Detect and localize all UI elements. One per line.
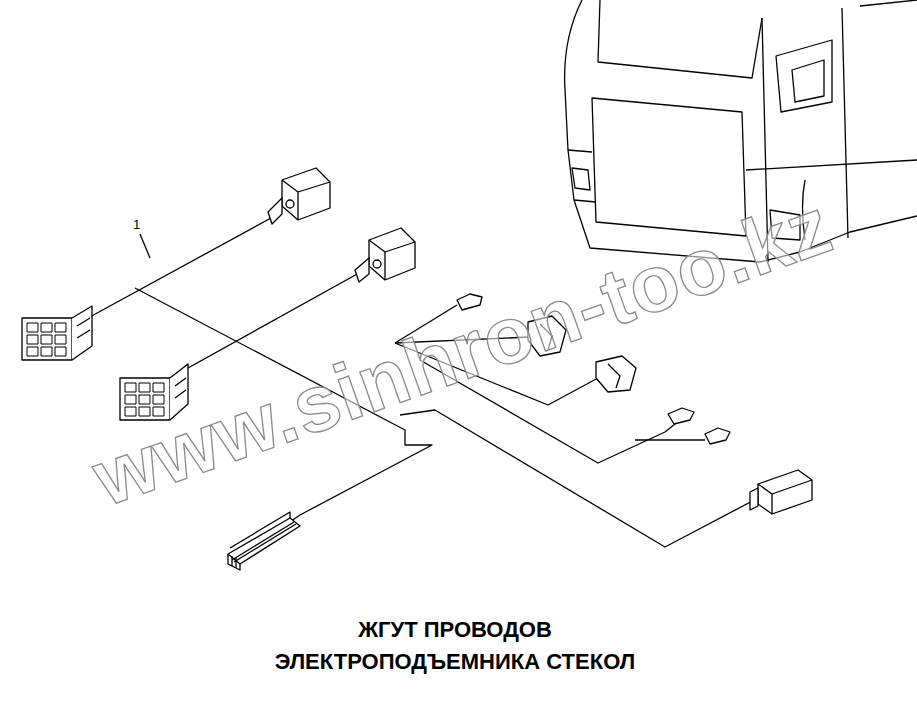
callout-number: 1 bbox=[133, 217, 140, 232]
nine-pin-connector bbox=[22, 306, 92, 360]
power-connector bbox=[750, 470, 812, 514]
caption: ЖГУТ ПРОВОДОВ ЭЛЕКТРОПОДЪЕМНИКА СТЕКОЛ bbox=[245, 614, 665, 678]
watermark: www.sinhron-too.kz bbox=[81, 179, 842, 524]
switch-connector bbox=[355, 228, 415, 282]
switch-connector bbox=[268, 168, 330, 224]
multi-pin-plug bbox=[228, 512, 300, 570]
leader-line bbox=[140, 234, 150, 258]
